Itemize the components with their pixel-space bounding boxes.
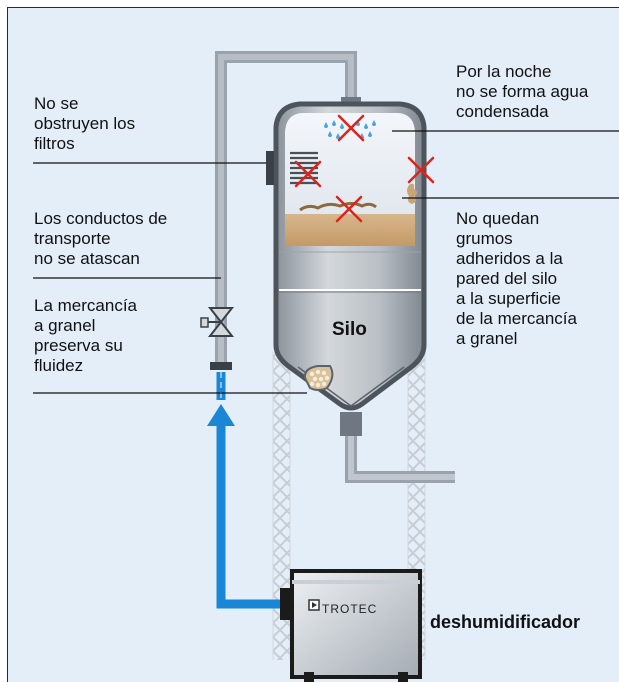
filters-label: No se obstruyen los filtros — [34, 94, 136, 153]
condensation-label: Por la noche no se forma agua condensada — [456, 62, 589, 121]
dry-air-pipe — [216, 372, 292, 609]
outlet-flange — [340, 412, 362, 436]
brand-label: TROTEC — [322, 602, 378, 616]
flow-label: La mercancía a granel preserva su fluide… — [34, 296, 137, 375]
silo-label: Silo — [332, 319, 367, 340]
clumps-label: No quedan grumos adheridos a la pared de… — [456, 209, 577, 348]
up-arrow-icon — [207, 404, 235, 426]
valve-icon — [200, 307, 235, 337]
pipes-label: Los conductos de transporte no se atasca… — [34, 209, 168, 268]
callout-lines — [33, 130, 619, 394]
return-air-pipe — [215, 51, 357, 362]
dehumidifier-label: deshumidificador — [430, 612, 581, 632]
outlet-pipe — [345, 434, 455, 483]
cross-mark-icon — [335, 195, 363, 223]
pipe-coupling — [210, 362, 232, 370]
silo — [273, 101, 427, 411]
cross-mark-icon — [294, 160, 322, 188]
dehumidifier — [280, 569, 422, 682]
cross-mark-icon — [407, 156, 435, 184]
cross-mark-icon — [337, 114, 365, 142]
